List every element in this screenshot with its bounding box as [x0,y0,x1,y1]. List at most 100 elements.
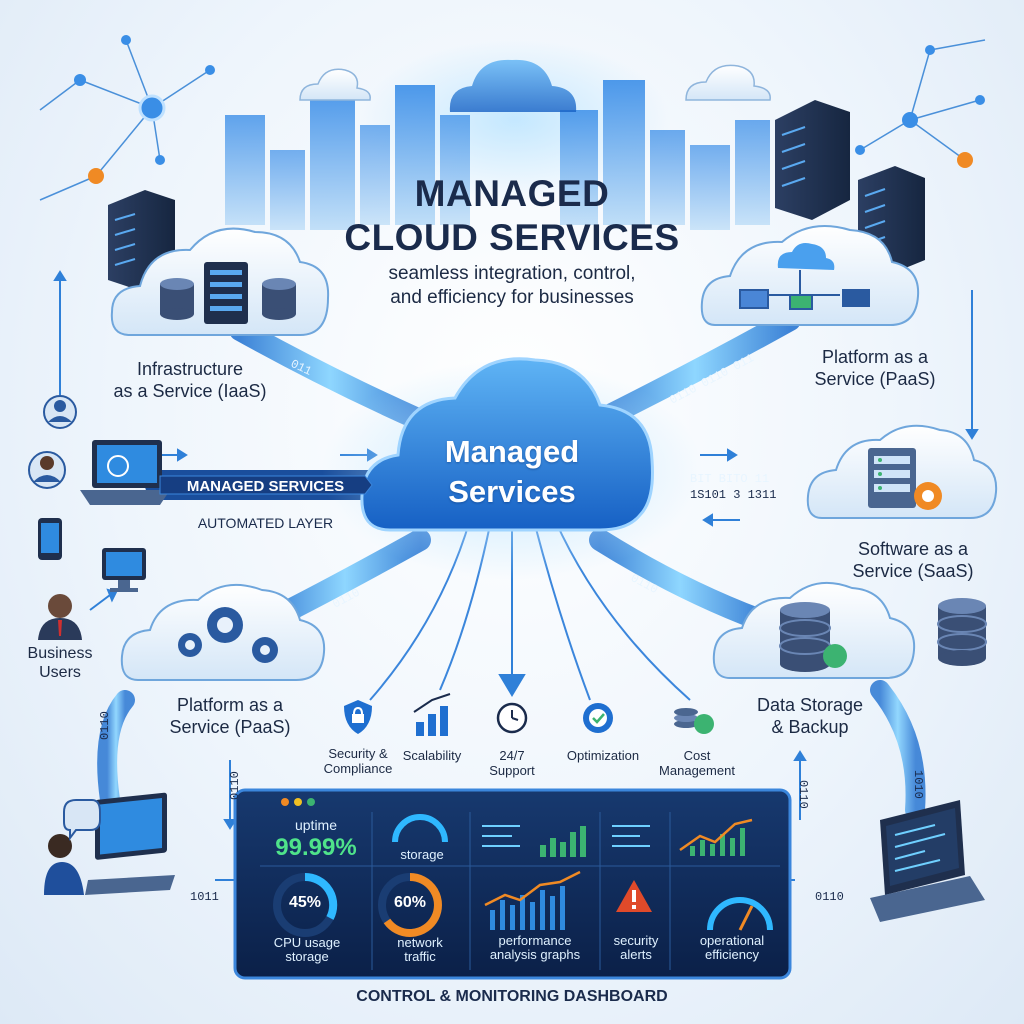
feature-security: Security & Compliance [303,746,413,776]
title-line-2: CLOUD SERVICES [344,217,680,258]
business-users-label: Business Users [10,644,110,682]
bar-growth-icon [413,693,451,736]
gear-check-icon [583,703,613,733]
banner-title: MANAGED SERVICES [186,478,345,495]
feature-line-1: 24/7 [499,748,525,763]
efficiency-line-1: operational [699,933,765,948]
hub-line-2: Services [448,474,576,509]
banner-subtitle: AUTOMATED LAYER [197,515,334,531]
storage-gauge [392,814,448,843]
paas-bottom-label: Platform as a Service (PaaS) [145,694,315,738]
page-title: MANAGED CLOUD SERVICES [300,172,724,260]
feature-line-1: Cost [683,748,711,763]
network-nodes-right [855,39,986,168]
user-avatar-icon [43,395,77,429]
network-label-line-2: traffic [404,949,436,964]
subtitle-line-2: and efficiency for businesses [390,287,634,308]
laptop-globe-icon [80,440,170,505]
feature-optimization: Optimization [548,748,658,763]
paas-top-label: Platform as a Service (PaaS) [790,346,960,390]
saas-line-2: Service (SaaS) [852,561,974,581]
storage-label: Data Storage & Backup [730,694,890,738]
user-avatar-icon [28,451,66,489]
feature-line-1: Optimization [566,748,640,763]
performance-graph-widget [484,870,581,930]
businessman-icon [38,594,82,640]
paas-bottom-line-2: Service (PaaS) [169,717,291,737]
database-stack-icon [937,598,987,666]
binary-text: 1011 [190,890,219,904]
binary-text: 0110 [796,780,810,809]
shield-lock-icon [344,700,372,734]
monitoring-dashboard [233,788,792,980]
business-users-line-1: Business [27,645,93,662]
database-icon [160,278,194,320]
coins-dollar-icon [674,708,714,734]
storage-line-2: & Backup [771,717,849,737]
small-cloud-right-icon [685,64,771,101]
hub-line-1: Managed [444,434,580,469]
cpu-label-line-1: CPU usage [273,935,341,950]
saas-label: Software as a Service (SaaS) [828,538,998,582]
title-line-1: MANAGED [414,173,610,214]
sky-cloud-icon [449,59,577,112]
cpu-label: CPU usage storage [262,936,352,964]
network-value: 60% [393,894,427,911]
security-alerts-line-1: security [613,933,659,948]
uptime-value: 99.99% [275,834,357,861]
warning-icon [616,880,652,912]
network-label-line-1: network [397,935,443,950]
business-users-line-2: Users [39,664,81,681]
binary-text: 0110 [98,711,112,740]
iaas-line-1: Infrastructure [136,359,244,379]
feature-line-2: Support [489,763,535,778]
paas-network-icon [739,243,870,310]
subtitle-line-1: seamless integration, control, [388,263,636,284]
feature-scalability: Scalability [377,748,487,763]
feature-line-1: Security & [328,746,388,761]
binary-text: 1S101 3 1311 [690,488,776,502]
feature-line-2: Compliance [323,761,393,776]
binary-text: 0110 [815,890,844,904]
cpu-label-line-2: storage [285,949,329,964]
hub-label: Managed Services [382,432,642,512]
trend-chart-widget [679,818,753,856]
paas-bottom-line-1: Platform as a [176,695,284,715]
phone-icon [38,518,62,560]
iaas-server-icon [204,262,248,324]
page-subtitle: seamless integration, control, and effic… [330,262,694,310]
server-rack-top-right-icon [775,100,850,220]
dashboard-caption: CONTROL & MONITORING DASHBOARD [356,988,668,1005]
efficiency-label: operational efficiency [680,934,784,962]
performance-label: performance analysis graphs [475,934,595,962]
managed-services-banner [159,475,373,495]
small-cloud-left-icon [299,68,371,101]
performance-label-line-2: analysis graphs [489,947,581,962]
bar-chart-widget [540,826,586,857]
cpu-value: 45% [288,894,322,911]
storage-database-icon [779,602,847,672]
uptime-label: uptime [294,817,338,833]
saas-line-1: Software as a [857,539,969,559]
person-laptop-icon [44,792,175,895]
feature-cost: Cost Management [642,748,752,778]
feature-line-1: Scalability [402,748,462,763]
iaas-line-2: as a Service (IaaS) [113,381,267,401]
binary-text: BIT BITO 11 [690,472,769,486]
cpu-gauge-fill [304,872,338,920]
saas-server-gear-icon [868,448,942,510]
network-nodes-left [39,35,215,201]
monitor-icon [102,548,146,592]
storage-widget-label: storage [400,847,444,862]
performance-label-line-1: performance [498,933,572,948]
database-icon [262,278,296,320]
security-alerts-label: security alerts [604,934,668,962]
binary-labels-dark: 1011 0110 0110 1010 0110 0110 [98,711,925,904]
iaas-label: Infrastructure as a Service (IaaS) [100,358,280,402]
clock-headset-icon [496,702,528,734]
binary-text: 0110 [228,771,242,800]
network-gauge-fill [383,873,442,937]
gears-icon [178,607,278,663]
feature-line-2: Management [659,763,735,778]
paas-top-line-2: Service (PaaS) [814,369,936,389]
